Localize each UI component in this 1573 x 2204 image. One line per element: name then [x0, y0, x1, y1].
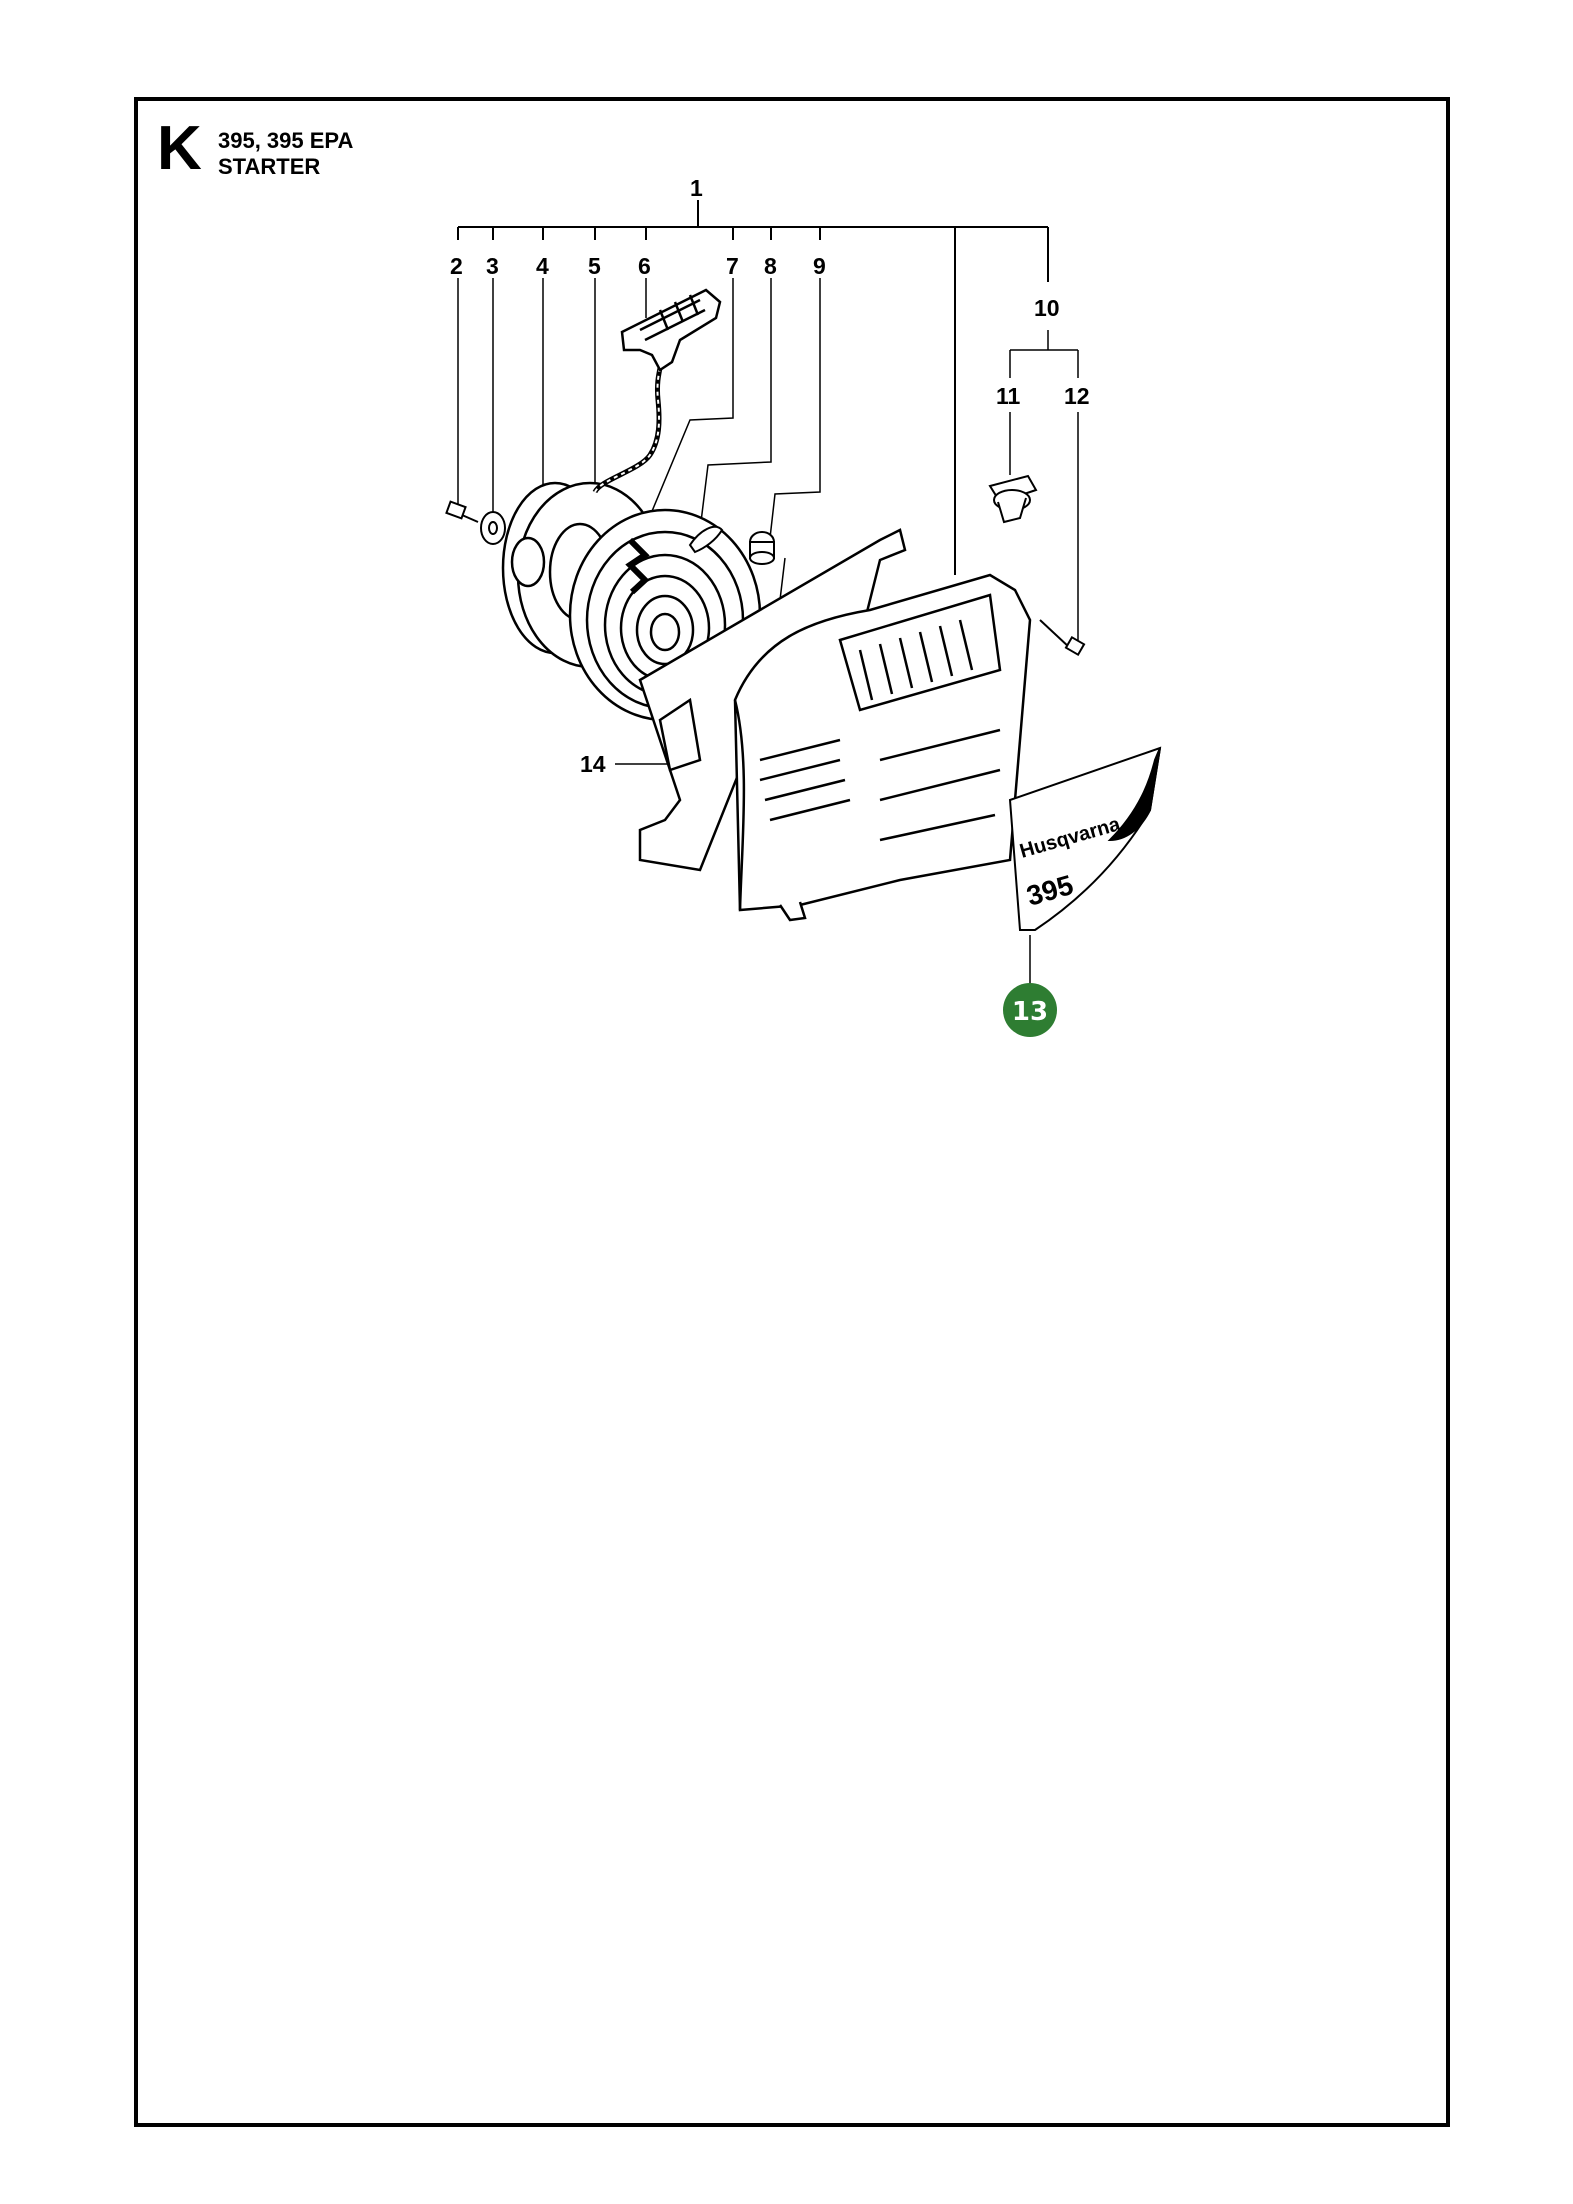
callout-13: 13: [1012, 997, 1048, 1027]
decal-part: [1008, 746, 1162, 931]
starter-handle: [620, 288, 722, 372]
pawl-part: [688, 525, 724, 554]
callout-7: 7: [726, 253, 739, 279]
callout-6: 6: [638, 253, 651, 279]
rope-guide-part: [988, 474, 1038, 524]
callout-5: 5: [588, 253, 601, 279]
callout-3: 3: [486, 253, 499, 279]
callout-11: 11: [996, 383, 1021, 409]
washer-part: [480, 511, 506, 545]
callout-10: 10: [1034, 295, 1060, 321]
page-frame: [134, 97, 1450, 2127]
callout-2: 2: [450, 253, 463, 279]
callout-9: 9: [813, 253, 826, 279]
highlight-callout-badge: [1003, 983, 1057, 1037]
starter-rope: [592, 357, 665, 494]
screw-part-12: [1039, 619, 1086, 657]
section-name: STARTER: [218, 154, 321, 179]
group-1-bracket: [457, 200, 1049, 575]
section-letter: K: [157, 114, 202, 183]
bushing-part: [749, 531, 775, 565]
callout-12: 12: [1064, 383, 1090, 409]
callout-8: 8: [764, 253, 777, 279]
callout-1: 1: [690, 175, 703, 201]
callout-14: 14: [580, 751, 606, 777]
section-model: 395, 395 EPA: [218, 128, 354, 153]
starter-cover: [733, 573, 1032, 922]
screw-part: [445, 500, 479, 523]
callout-4: 4: [536, 253, 549, 279]
